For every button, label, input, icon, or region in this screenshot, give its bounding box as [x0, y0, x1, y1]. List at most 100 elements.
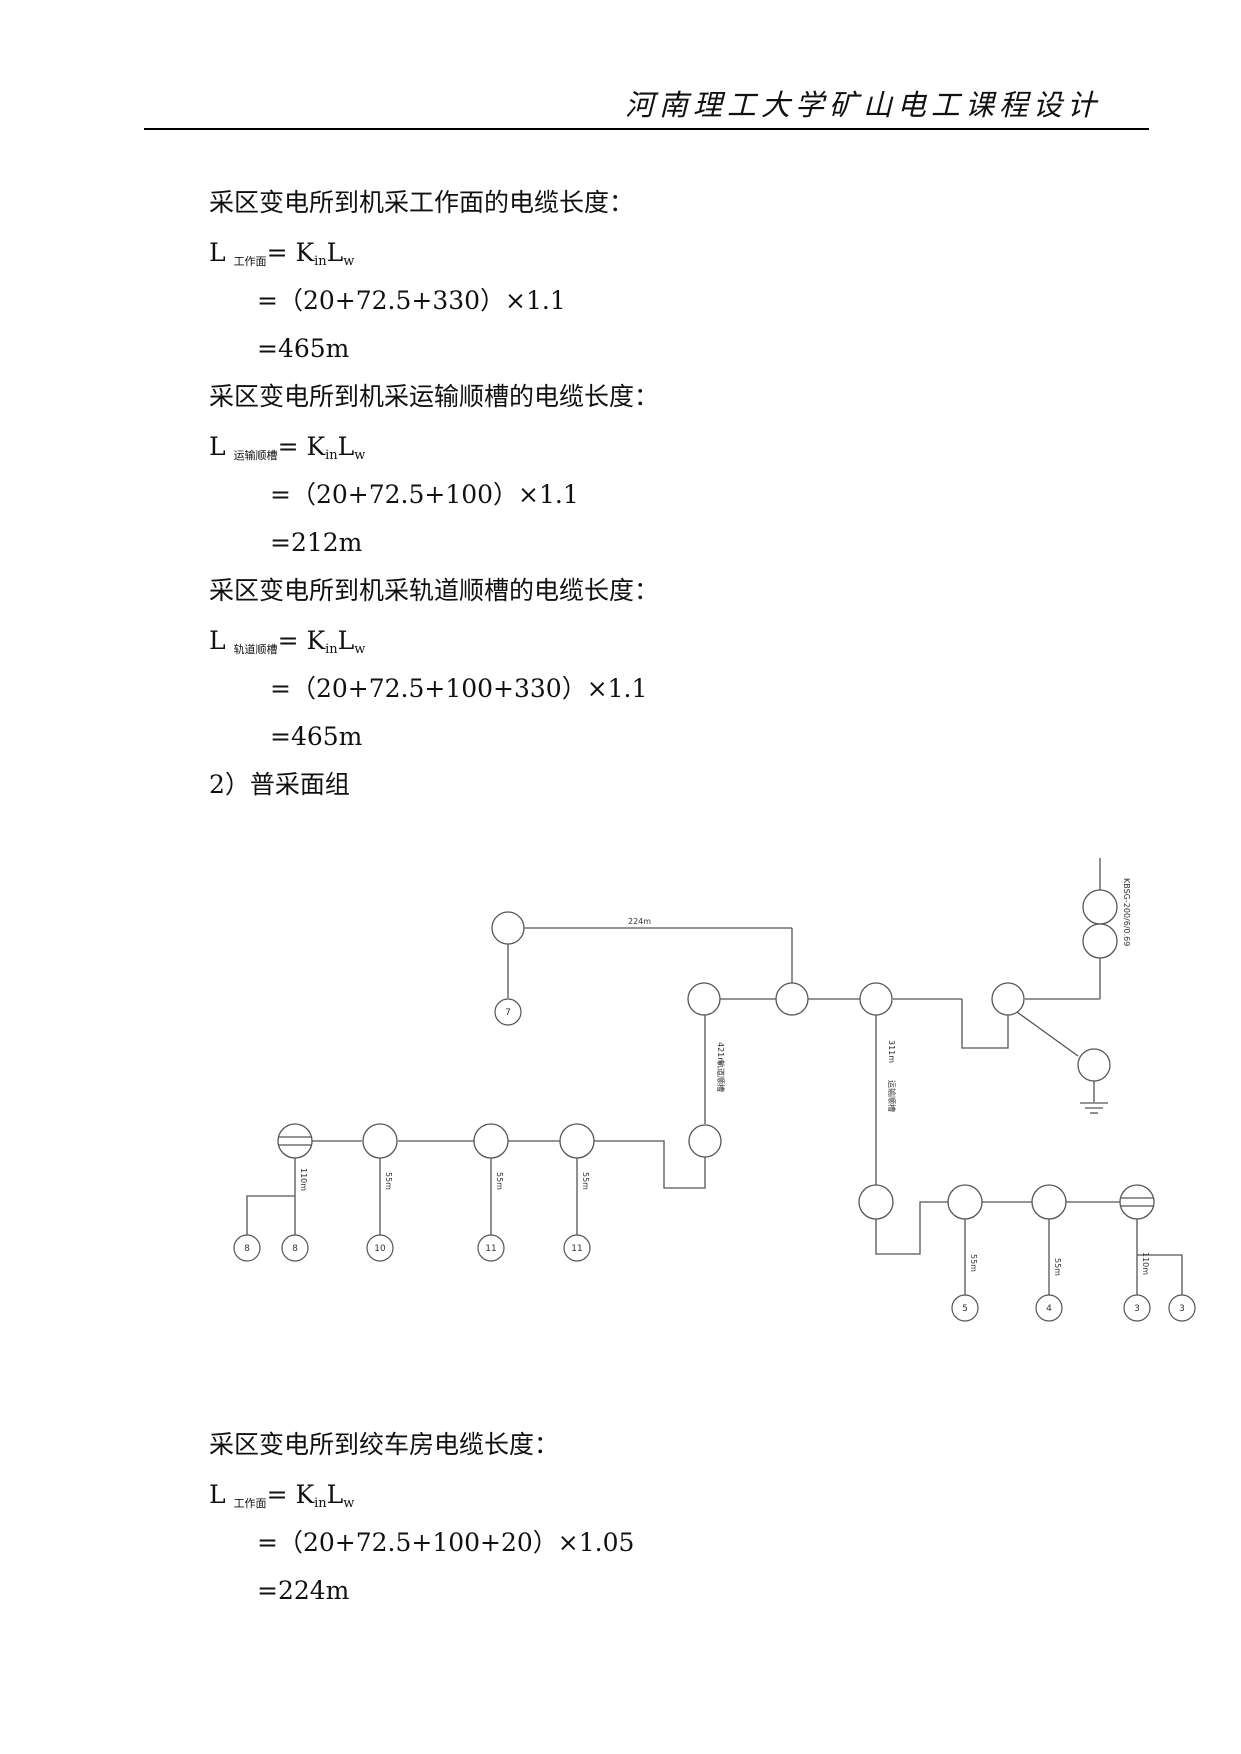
formula-L2: L: [326, 238, 344, 267]
formula-eq: = K: [277, 432, 326, 461]
rail-step: [594, 1140, 706, 1189]
formula-winch: L 工作面= KinLw: [209, 1480, 354, 1519]
label-rail-gate: 轨道顺槽: [716, 1060, 726, 1092]
terminal-7: [494, 998, 522, 1026]
label-transport-gate: 运输顺槽: [887, 1080, 897, 1112]
transport-step: [875, 1201, 948, 1255]
formula-eq: = K: [266, 238, 315, 267]
switch-right-transformer: [1119, 1184, 1155, 1220]
switch-rail-top: [687, 982, 721, 1016]
formula-L: L: [209, 432, 226, 461]
terminal-3b: [1168, 1294, 1196, 1322]
calc-winch: =（20+72.5+100+20）×1.05: [257, 1528, 635, 1557]
switch-left-3: [559, 1123, 595, 1159]
label-110m-left: 110m: [299, 1168, 308, 1191]
node-label: 11: [485, 1244, 496, 1254]
node-label: 8: [292, 1244, 298, 1254]
node-label: 8: [244, 1244, 250, 1254]
formula-subscript: 工作面: [233, 1497, 267, 1510]
terminal-3a: [1123, 1294, 1151, 1322]
terminal-11a: [477, 1234, 505, 1262]
label-55m: 55m: [581, 1172, 590, 1190]
transformer-coil-top: [1082, 889, 1118, 925]
node-label: 4: [1046, 1304, 1052, 1314]
switch-left-transformer: [277, 1123, 313, 1159]
formula-L2: L: [337, 432, 355, 461]
label-421m: 421m: [716, 1042, 725, 1065]
label-55m: 55m: [495, 1172, 504, 1190]
label-224m: 224m: [628, 917, 651, 926]
terminal-8a: [233, 1234, 261, 1262]
formula-L2: L: [326, 1480, 344, 1509]
formula-eq: = K: [266, 1480, 315, 1509]
node-label: 11: [571, 1244, 582, 1254]
formula-in: in: [325, 448, 338, 463]
node-label: 7: [505, 1008, 511, 1018]
switch-right: [991, 982, 1025, 1016]
formula-L: L: [209, 626, 226, 655]
node-label: 5: [962, 1304, 968, 1314]
formula-in: in: [314, 1496, 327, 1511]
heading-transport: 采区变电所到机采运输顺槽的电缆长度：: [209, 382, 660, 411]
label-55m: 55m: [384, 1172, 393, 1190]
drop-8a: [246, 1195, 295, 1236]
formula-subscript: 轨道顺槽: [233, 643, 278, 656]
formula-subscript: 运输顺槽: [233, 449, 278, 462]
formula-w: w: [343, 254, 355, 269]
formula-workface: L 工作面= KinLw: [209, 238, 354, 277]
switch-rail-bottom: [688, 1124, 722, 1158]
formula-subscript: 工作面: [233, 255, 267, 268]
formula-rail: L 轨道顺槽= KinLw: [209, 626, 365, 665]
formula-in: in: [314, 254, 327, 269]
switch-transport-top: [859, 982, 893, 1016]
drop-3b: [1137, 1254, 1183, 1295]
formula-L: L: [209, 1480, 226, 1509]
formula-w: w: [354, 642, 366, 657]
ground-diag: [1016, 1011, 1079, 1057]
bus-step: [961, 999, 1009, 1049]
label-311m: 311m: [887, 1040, 896, 1063]
calc-transport: =（20+72.5+100）×1.1: [270, 480, 579, 509]
header-rule: [144, 128, 1149, 130]
switch-mid: [775, 982, 809, 1016]
terminal-4: [1035, 1294, 1063, 1322]
heading-winch: 采区变电所到绞车房电缆长度：: [209, 1430, 560, 1459]
terminal-11b: [563, 1234, 591, 1262]
terminal-8b: [281, 1234, 309, 1262]
heading-rail: 采区变电所到机采轨道顺槽的电缆长度：: [209, 576, 660, 605]
terminal-10: [366, 1234, 394, 1262]
switch-left-1: [362, 1123, 398, 1159]
formula-w: w: [343, 1496, 355, 1511]
result-rail: =465m: [270, 722, 363, 751]
node-label: 3: [1179, 1304, 1185, 1314]
label-55m: 55m: [1053, 1258, 1062, 1276]
switch-right-1: [947, 1184, 983, 1220]
heading-workface: 采区变电所到机采工作面的电缆长度：: [209, 188, 635, 217]
formula-in: in: [325, 642, 338, 657]
result-transport: =212m: [270, 528, 363, 557]
page-header-title: 河南理工大学矿山电工课程设计: [624, 88, 1101, 122]
formula-w: w: [354, 448, 366, 463]
label-transformer-model: KBSG-200/6/0.69: [1122, 878, 1131, 946]
subsection-title: 2）普采面组: [209, 770, 350, 799]
transformer-coil-bottom: [1082, 923, 1118, 959]
formula-L: L: [209, 238, 226, 267]
switch-top-left: [491, 911, 525, 945]
calc-rail: =（20+72.5+100+330）×1.1: [270, 674, 648, 703]
switch-transport-bottom: [858, 1184, 894, 1220]
switch-left-2: [473, 1123, 509, 1159]
result-workface: =465m: [257, 334, 350, 363]
switch-right-2: [1031, 1184, 1067, 1220]
formula-transport: L 运输顺槽= KinLw: [209, 432, 365, 471]
calc-workface: =（20+72.5+330）×1.1: [257, 286, 566, 315]
node-label: 10: [374, 1244, 386, 1254]
terminal-5: [951, 1294, 979, 1322]
formula-L2: L: [337, 626, 355, 655]
switch-ground: [1077, 1048, 1111, 1082]
label-55m: 55m: [969, 1254, 978, 1272]
node-label: 3: [1134, 1304, 1140, 1314]
result-winch: =224m: [257, 1576, 350, 1605]
formula-eq: = K: [277, 626, 326, 655]
label-110m-right: 110m: [1141, 1252, 1150, 1275]
